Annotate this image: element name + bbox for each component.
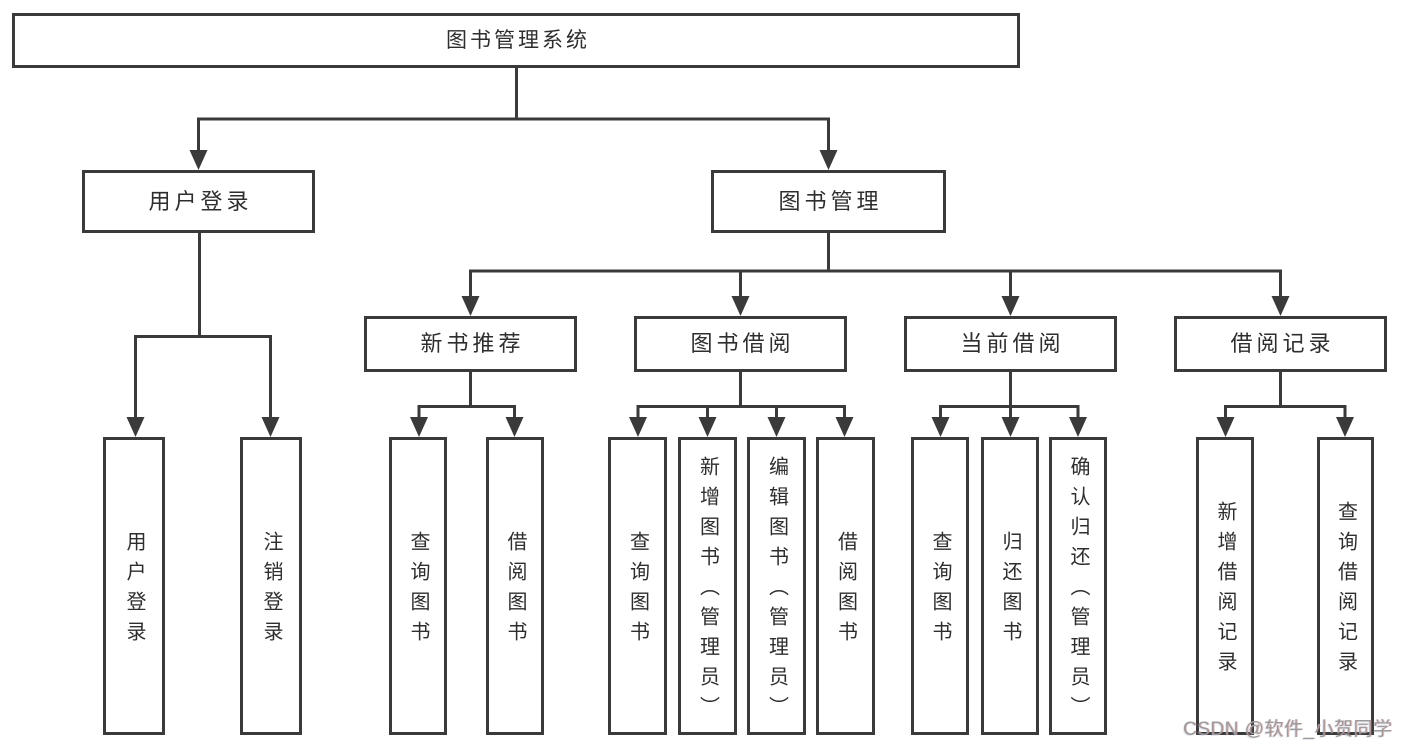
arrow-down-icon xyxy=(1001,417,1020,437)
node-label: 归还图书 xyxy=(999,531,1021,651)
connector-book-borrow-children xyxy=(636,372,846,419)
leaf-edit-books-admin: 编辑图书（管理员） xyxy=(747,437,806,735)
arrow-down-icon xyxy=(767,417,786,437)
node-label: 确认归还（管理员） xyxy=(1067,456,1089,726)
node-label: 新增图书（管理员） xyxy=(696,456,719,726)
node-label: 用户登录 xyxy=(148,188,253,214)
node-label: 借阅记录 xyxy=(1230,331,1335,356)
leaf-user-login: 用户登录 xyxy=(103,437,165,735)
node-label: 编辑图书（管理员） xyxy=(765,456,788,726)
node-book-borrow: 图书借阅 xyxy=(634,316,847,372)
node-current-borrow: 当前借阅 xyxy=(904,316,1117,372)
arrow-down-icon xyxy=(819,150,838,170)
arrow-down-icon xyxy=(931,417,950,437)
arrow-down-icon xyxy=(1336,417,1354,437)
arrow-down-icon xyxy=(410,417,428,437)
csdn-watermark: CSDN @软件_小贺同学 xyxy=(1183,719,1393,740)
leaf-logout: 注销登录 xyxy=(240,437,302,735)
connector-root-to-level2 xyxy=(197,68,830,152)
node-book-management: 图书管理 xyxy=(711,170,946,233)
arrow-down-icon xyxy=(731,296,750,316)
node-label: 查询图书 xyxy=(626,531,649,651)
arrow-down-icon xyxy=(698,417,717,437)
node-label: 图书借阅 xyxy=(690,331,795,356)
leaf-add-books-admin: 新增图书（管理员） xyxy=(678,437,737,735)
leaf-query-books: 查询图书 xyxy=(911,437,969,735)
arrow-down-icon xyxy=(1001,296,1020,316)
arrow-down-icon xyxy=(1271,296,1290,316)
arrow-down-icon xyxy=(1216,417,1235,437)
leaf-borrow-books: 借阅图书 xyxy=(486,437,544,735)
arrow-down-icon xyxy=(629,417,647,437)
node-label: 借阅图书 xyxy=(834,531,857,651)
node-label: 注销登录 xyxy=(260,531,282,651)
node-label: 新书推荐 xyxy=(420,331,525,356)
node-label: 查询图书 xyxy=(929,531,951,651)
leaf-add-borrow-record: 新增借阅记录 xyxy=(1196,437,1254,735)
leaf-return-books: 归还图书 xyxy=(981,437,1039,735)
node-user-login: 用户登录 xyxy=(82,170,315,233)
arrow-down-icon xyxy=(189,150,208,170)
node-library-system: 图书管理系统 xyxy=(12,13,1020,68)
leaf-confirm-return-admin: 确认归还（管理员） xyxy=(1049,437,1107,735)
connector-book-mgmt-children xyxy=(469,233,1282,298)
connector-new-books-children xyxy=(417,372,516,419)
node-label: 查询图书 xyxy=(407,531,429,651)
arrow-down-icon xyxy=(505,417,524,437)
node-label: 查询借阅记录 xyxy=(1334,501,1357,681)
node-new-book-recommend: 新书推荐 xyxy=(364,316,577,372)
node-borrow-records: 借阅记录 xyxy=(1174,316,1387,372)
arrow-down-icon xyxy=(461,296,480,316)
arrow-down-icon xyxy=(835,417,854,437)
connector-borrow-records-children xyxy=(1224,372,1347,419)
node-label: 当前借阅 xyxy=(960,331,1065,356)
arrow-down-icon xyxy=(261,417,280,437)
connector-user-login-children xyxy=(134,233,272,419)
node-label: 图书管理 xyxy=(778,188,883,214)
leaf-query-books: 查询图书 xyxy=(608,437,667,735)
node-label: 新增借阅记录 xyxy=(1214,501,1236,681)
node-label: 图书管理系统 xyxy=(446,29,590,52)
node-label: 用户登录 xyxy=(123,531,145,651)
leaf-borrow-books: 借阅图书 xyxy=(816,437,875,735)
arrow-down-icon xyxy=(1069,417,1087,437)
node-label: 借阅图书 xyxy=(504,531,526,651)
arrow-down-icon xyxy=(126,417,145,437)
leaf-query-borrow-record: 查询借阅记录 xyxy=(1317,437,1374,735)
leaf-query-books: 查询图书 xyxy=(389,437,447,735)
connector-current-borrow-children xyxy=(939,372,1080,419)
